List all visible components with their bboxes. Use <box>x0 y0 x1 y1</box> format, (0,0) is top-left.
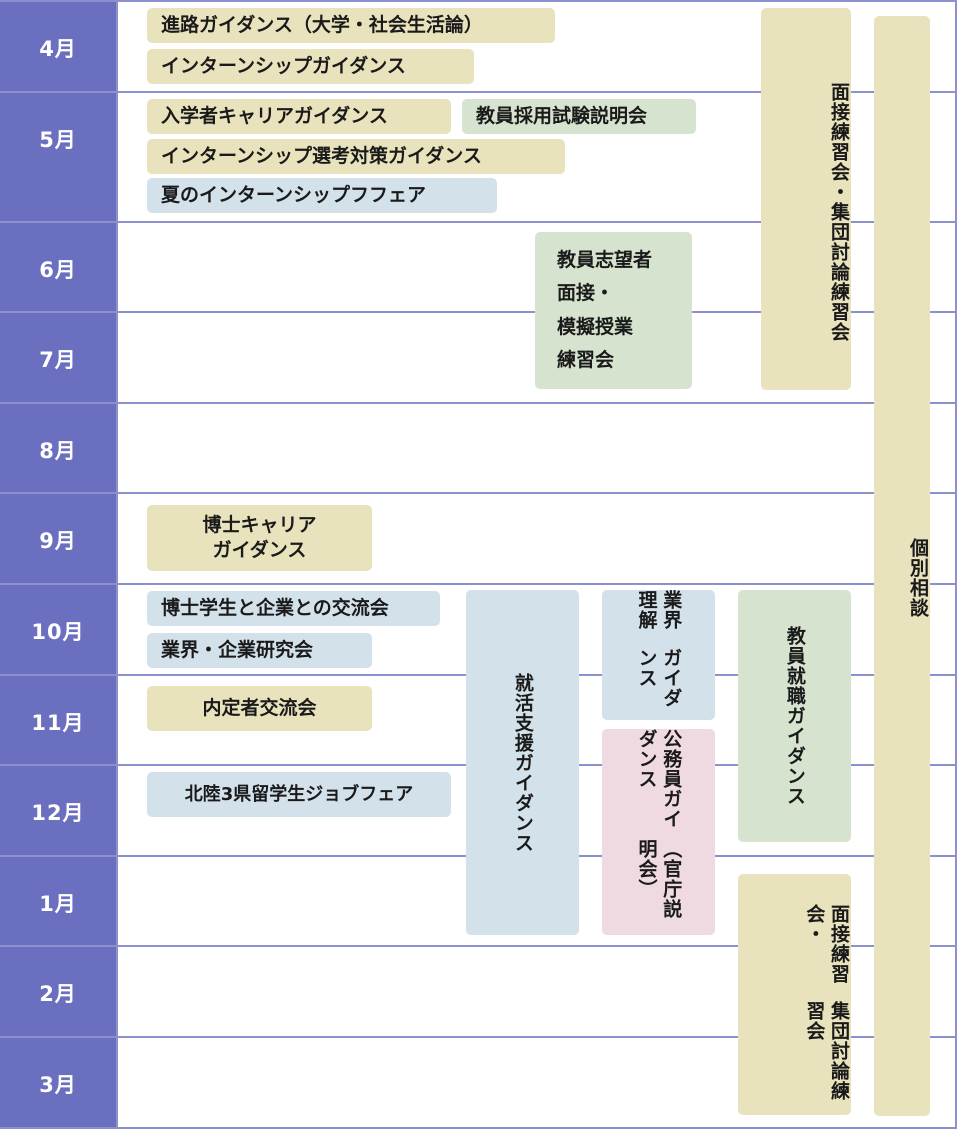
grid-line <box>0 221 957 223</box>
month-label-mar: 3月 <box>39 1072 77 1097</box>
event-kyoin-mensetsu-line: 練習会 <box>557 348 615 371</box>
event-mensetsu-spring-line: 面接練習会・ <box>828 82 850 202</box>
month-column: 4月 5月 6月 7月 8月 9月 10月 11月 12月 1月 2月 3月 <box>0 0 116 1129</box>
month-label-dec: 12月 <box>31 800 85 825</box>
grid-line <box>955 0 957 1129</box>
event-mensetsu-spring-line: 集団討論練習会 <box>828 202 850 342</box>
event-hakase-career-line: ガイダンス <box>212 539 307 561</box>
event-kyoin-saiyo: 教員採用試験説明会 <box>462 99 696 134</box>
month-label-oct: 10月 <box>31 619 85 644</box>
event-naiteisha-koryu: 内定者交流会 <box>147 686 372 731</box>
event-nyugakusha-career: 入学者キャリアガイダンス <box>147 99 451 134</box>
grid-line <box>0 311 957 313</box>
grid-line <box>0 402 957 404</box>
event-mensetsu-spring: 面接練習会・ 集団討論練習会 <box>761 8 851 390</box>
grid-line <box>0 1127 957 1129</box>
grid-line <box>116 0 118 1129</box>
event-kyoin-mensetsu-line: 模擬授業 <box>557 315 634 338</box>
event-komuin-line: 公務員ガイダンス <box>635 729 683 829</box>
month-label-apr: 4月 <box>39 36 77 61</box>
event-kyoin-shushoku: 教員就職ガイダンス <box>738 590 851 842</box>
event-gyokai-rikai-line: ガイダンス <box>635 647 683 708</box>
event-mensetsu-winter-line: 面接練習会・ <box>803 904 850 984</box>
event-gyokai-rikai: 業界理解 ガイダンス <box>602 590 715 720</box>
event-kyoin-mensetsu-line: 面接・ <box>557 282 615 305</box>
event-internship-guidance: インターンシップガイダンス <box>147 49 474 84</box>
month-label-jun: 6月 <box>39 257 77 282</box>
grid-line <box>0 91 957 93</box>
grid-line <box>0 583 957 585</box>
event-hakase-koryu: 博士学生と企業との交流会 <box>147 591 440 626</box>
event-gyokai-kenkyu: 業界・企業研究会 <box>147 633 372 668</box>
month-label-sep: 9月 <box>39 528 77 553</box>
month-label-may: 5月 <box>39 127 77 152</box>
event-hakase-career: 博士キャリア ガイダンス <box>147 505 372 571</box>
grid-line <box>0 0 957 2</box>
month-label-nov: 11月 <box>31 710 85 735</box>
grid-line <box>0 945 957 947</box>
event-komuin: 公務員ガイダンス （官庁説明会） <box>602 729 715 935</box>
event-kyoin-mensetsu: 教員志望者 面接・ 模擬授業 練習会 <box>535 232 692 389</box>
event-shinro-guidance: 進路ガイダンス（大学・社会生活論） <box>147 8 555 43</box>
event-gyokai-rikai-line: 業界理解 <box>635 590 683 630</box>
event-mensetsu-winter: 面接練習会・ 集団討論練習会 <box>738 874 851 1115</box>
event-kyoin-mensetsu-line: 教員志望者 <box>557 249 653 271</box>
event-komuin-line: （官庁説明会） <box>635 838 683 919</box>
event-hokuriku-fair: 北陸3県留学生ジョブフェア <box>147 772 451 817</box>
event-mensetsu-winter-line: 集団討論練習会 <box>803 1001 850 1102</box>
month-label-jan: 1月 <box>39 891 77 916</box>
month-label-feb: 2月 <box>39 981 77 1006</box>
grid-line <box>0 1036 957 1038</box>
event-kobetsu-sodan: 個別相談 <box>874 16 930 1116</box>
event-hakase-career-line: 博士キャリア <box>202 514 317 537</box>
month-label-jul: 7月 <box>39 347 77 372</box>
event-summer-internship-fair: 夏のインターンシップフフェア <box>147 178 497 213</box>
event-internship-senko: インターンシップ選考対策ガイダンス <box>147 139 565 174</box>
grid-line <box>0 492 957 494</box>
event-shukatsu-shien: 就活支援ガイダンス <box>466 590 579 935</box>
month-label-aug: 8月 <box>39 438 77 463</box>
